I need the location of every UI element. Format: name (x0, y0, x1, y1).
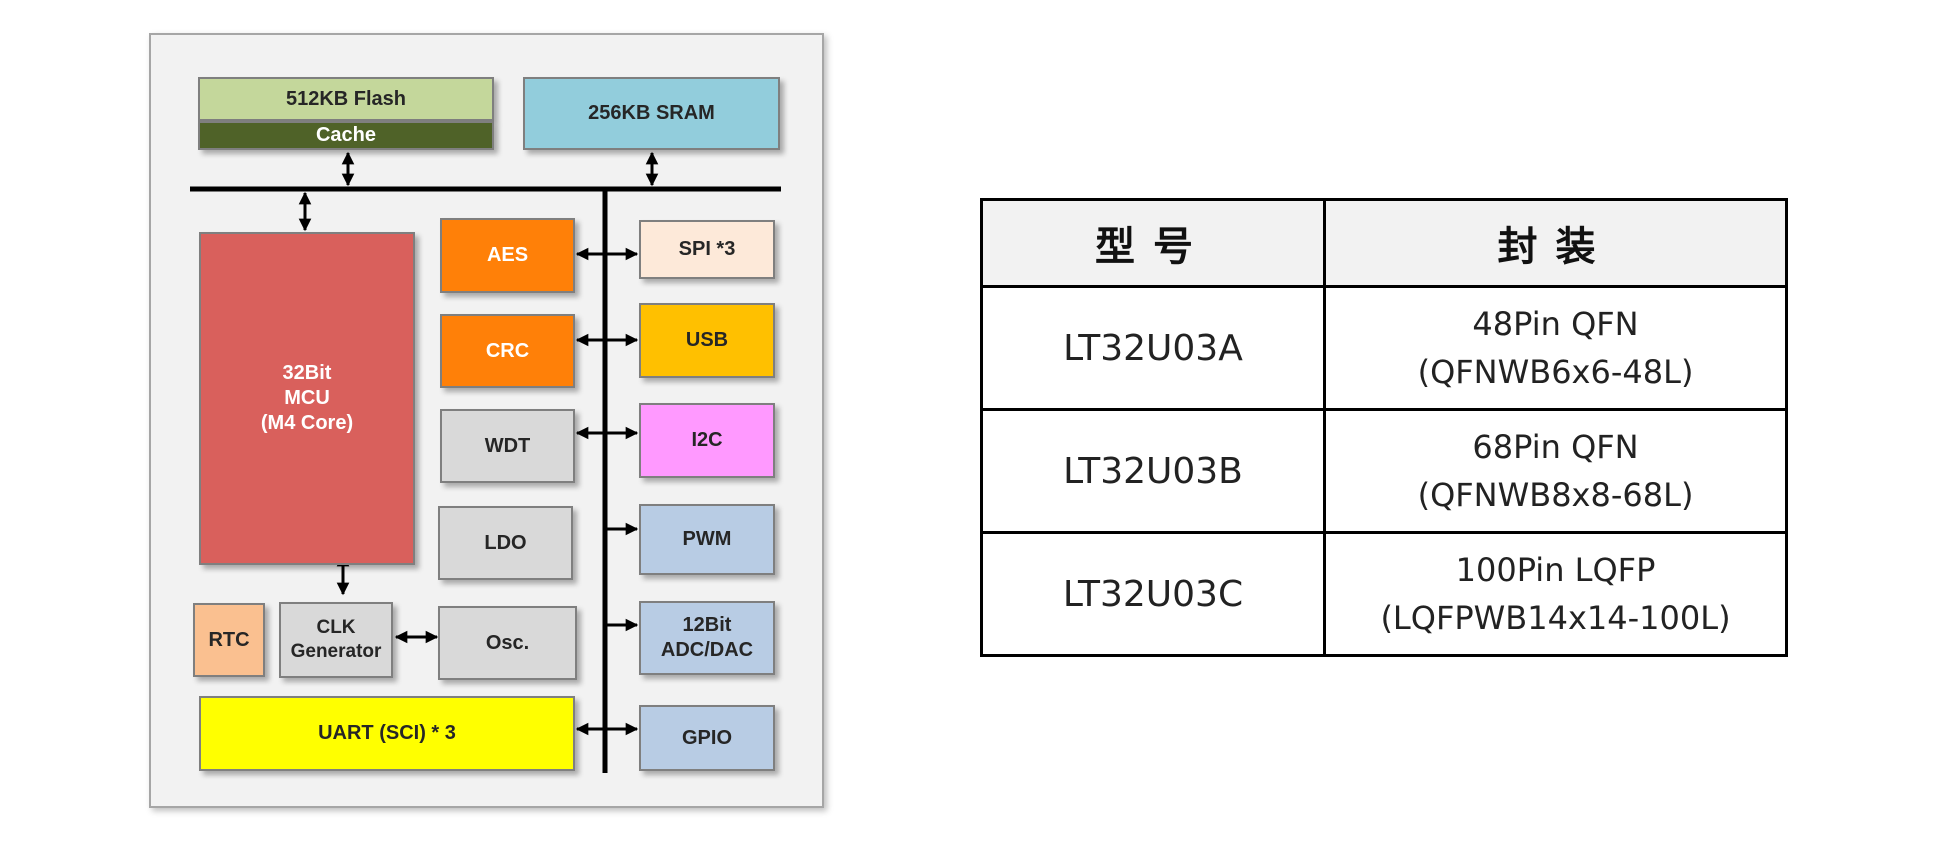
header-package: 封装 (1323, 198, 1788, 288)
aes-block: AES (440, 218, 575, 293)
sram-block: 256KB SRAM (523, 77, 780, 150)
osc-block: Osc. (438, 606, 577, 680)
package-cell: 68Pin QFN (QFNWB8x8-68L) (1323, 408, 1788, 534)
block-diagram: 512KB Flash Cache 256KB SRAM 32Bit MCU (… (149, 33, 824, 808)
spi-block: SPI *3 (639, 220, 775, 279)
ldo-block: LDO (438, 506, 573, 580)
package-cell: 48Pin QFN (QFNWB6x6-48L) (1323, 285, 1788, 411)
cache-block: Cache (198, 121, 494, 150)
header-model: 型号 (980, 198, 1326, 288)
package-name: 100Pin LQFP (1455, 551, 1656, 589)
package-cell: 100Pin LQFP (LQFPWB14x14-100L) (1323, 531, 1788, 657)
gpio-block: GPIO (639, 705, 775, 771)
package-code: (QFNWB6x6-48L) (1417, 353, 1694, 391)
package-table: 型号 封装 LT32U03A 48Pin QFN (QFNWB6x6-48L) … (980, 198, 1788, 657)
table-row: LT32U03A 48Pin QFN (QFNWB6x6-48L) (980, 285, 1788, 411)
package-name: 68Pin QFN (1472, 428, 1639, 466)
usb-block: USB (639, 303, 775, 378)
clk-generator-block: CLK Generator (279, 602, 393, 678)
rtc-block: RTC (193, 603, 265, 677)
wdt-block: WDT (440, 409, 575, 483)
table-row: LT32U03B 68Pin QFN (QFNWB8x8-68L) (980, 408, 1788, 534)
package-code: (QFNWB8x8-68L) (1417, 476, 1694, 514)
table-header-row: 型号 封装 (980, 198, 1788, 288)
mcu-block: 32Bit MCU (M4 Core) (199, 232, 415, 565)
table-row: LT32U03C 100Pin LQFP (LQFPWB14x14-100L) (980, 531, 1788, 657)
uart-block: UART (SCI) * 3 (199, 696, 575, 771)
i2c-block: I2C (639, 403, 775, 478)
model-cell: LT32U03C (980, 531, 1326, 657)
package-code: (LQFPWB14x14-100L) (1380, 599, 1731, 637)
model-cell: LT32U03B (980, 408, 1326, 534)
pwm-block: PWM (639, 504, 775, 575)
adc-dac-block: 12Bit ADC/DAC (639, 601, 775, 675)
model-cell: LT32U03A (980, 285, 1326, 411)
flash-block: 512KB Flash (198, 77, 494, 121)
crc-block: CRC (440, 314, 575, 388)
package-name: 48Pin QFN (1472, 305, 1639, 343)
